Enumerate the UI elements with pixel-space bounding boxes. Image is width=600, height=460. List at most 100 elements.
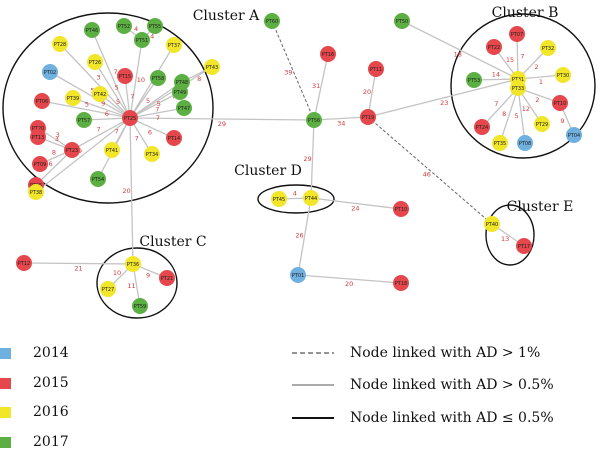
node-pt06: PT06	[34, 93, 50, 109]
node-label: PT56	[308, 118, 320, 124]
edge-label: 3	[56, 131, 60, 139]
node-pt22: PT22	[486, 39, 502, 55]
node-label: PT47	[178, 106, 190, 112]
node-circle	[517, 135, 533, 151]
node-pt35: PT35	[492, 135, 508, 151]
edge-label: 2	[535, 63, 539, 71]
cluster-d-ellipse	[257, 184, 335, 214]
node-circle	[147, 18, 163, 34]
node-pt49: PT49	[172, 84, 188, 100]
node-pt50: PT50	[394, 13, 410, 29]
node-pt34: PT34	[144, 146, 160, 162]
node-label: PT23	[66, 148, 78, 154]
node-label: PT18	[395, 281, 407, 287]
node-circle	[100, 281, 116, 297]
edge-PT23-PT05	[35, 149, 73, 186]
edge-label: 5	[115, 83, 119, 91]
node-circle	[306, 112, 322, 128]
edge-label: 39	[284, 68, 292, 76]
node-label: PT37	[168, 43, 180, 49]
edge-PT25-PT23	[71, 117, 131, 151]
node-circle	[84, 22, 100, 38]
legend-item-2016: 2016	[0, 404, 69, 420]
edge-PT19-PT31	[367, 78, 519, 118]
legend-swatch-2016	[0, 406, 11, 418]
node-label: PT06	[36, 99, 48, 105]
edge-label: 7	[130, 92, 134, 100]
node-circle	[555, 67, 571, 83]
node-pt01: PT01	[290, 267, 306, 283]
edge-PT25-PT46	[91, 29, 131, 119]
edge-label: 8	[52, 148, 56, 156]
legend-label-2014: 2014	[33, 345, 69, 361]
node-circle	[368, 61, 384, 77]
node-circle	[28, 184, 44, 200]
edge-PT25-PT28	[59, 43, 131, 119]
edge-PT25-PT49	[129, 91, 181, 119]
node-label: PT15	[119, 74, 131, 80]
node-pt11: PT11	[368, 61, 384, 77]
cluster-b-label: Cluster B	[492, 5, 559, 21]
node-pt14: PT14	[166, 130, 182, 146]
edge-label: 7	[494, 100, 498, 108]
node-pt30: PT30	[555, 67, 571, 83]
node-pt16: PT16	[320, 46, 336, 62]
edge-PT25-PT39	[72, 97, 131, 119]
legend-item-2015: 2015	[0, 375, 69, 391]
legend-line-thick-label: Node linked with AD ≤ 0.5%	[350, 410, 554, 426]
node-circle	[65, 90, 81, 106]
node-pt29: PT29	[534, 116, 550, 132]
edge-label: 11	[127, 282, 135, 290]
edge-PT33-PT24	[481, 87, 519, 128]
node-label: PT26	[89, 60, 101, 66]
node-pt19: PT19	[360, 109, 376, 125]
node-circle	[394, 13, 410, 29]
node-circle	[87, 54, 103, 70]
node-pt36: PT36	[125, 256, 141, 272]
node-pt58: PT58	[150, 70, 166, 86]
node-label: PT27	[102, 287, 114, 293]
node-circle	[104, 142, 120, 158]
edge-label: 9	[560, 117, 564, 125]
node-label: PT32	[542, 46, 554, 52]
node-pt57: PT57	[76, 112, 92, 128]
node-label: PT25	[124, 116, 136, 122]
node-label: PT10	[554, 101, 566, 107]
node-pt43: PT43	[204, 59, 220, 75]
edge-label: 29	[303, 155, 311, 163]
edge-label: 5	[514, 112, 518, 120]
node-label: PT57	[78, 118, 90, 124]
node-circle	[90, 171, 106, 187]
node-circle	[122, 110, 138, 126]
cluster-d-label: Cluster D	[234, 163, 302, 179]
node-pt28: PT28	[52, 36, 68, 52]
node-label: PT60	[266, 19, 278, 25]
node-circle	[204, 59, 220, 75]
edge-label: 8	[197, 75, 201, 83]
edge-label: 7	[135, 135, 139, 143]
cluster-e-label: Cluster E	[507, 199, 574, 215]
node-label: PT35	[494, 141, 506, 147]
edge-PT33-PT35	[499, 87, 519, 144]
node-pt17: PT17	[516, 238, 532, 254]
node-label: PT08	[519, 141, 531, 147]
node-circle	[64, 142, 80, 158]
edge-label: 10	[113, 269, 121, 277]
node-circle	[393, 275, 409, 291]
edge-PT25-PT38	[35, 117, 131, 193]
node-pt55: PT55	[147, 18, 163, 34]
edge-label: 9	[101, 99, 105, 107]
node-circle	[509, 26, 525, 42]
edge-label: 29	[218, 120, 226, 128]
node-circle	[76, 112, 92, 128]
node-label: PT51	[136, 38, 148, 44]
node-label: PT04	[568, 133, 580, 139]
node-pt13: PT13	[30, 129, 46, 145]
edge-label: 13	[501, 235, 509, 243]
thin-line-icon	[292, 384, 334, 386]
node-label: PT52	[118, 24, 130, 30]
node-circle	[116, 18, 132, 34]
cluster-a-label: Cluster A	[193, 8, 260, 24]
node-pt27: PT27	[100, 281, 116, 297]
node-circle	[360, 109, 376, 125]
